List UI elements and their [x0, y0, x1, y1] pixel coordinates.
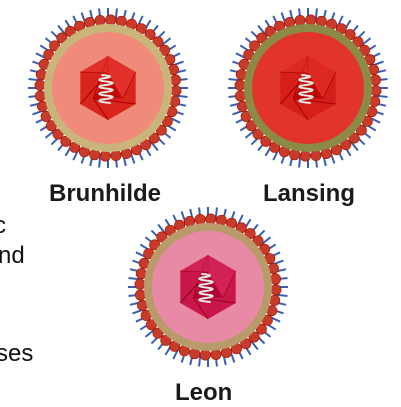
surface-bump — [135, 290, 145, 300]
surface-bump — [211, 349, 221, 359]
leon-virus-illustration — [126, 205, 290, 369]
surface-bump — [295, 15, 305, 25]
surface-bump — [195, 214, 205, 224]
lansing-label: Lansing — [259, 182, 359, 206]
virus-svg — [26, 6, 190, 170]
brunhilde-virus-illustration — [26, 6, 190, 170]
surface-bump — [371, 86, 381, 96]
cropped-text-line-1: c — [0, 214, 6, 238]
cropped-text-line-3: ses — [0, 342, 33, 366]
surface-bump — [35, 80, 45, 90]
surface-bump — [111, 150, 121, 160]
cropped-text-line-2: nd — [0, 244, 25, 268]
surface-bump — [200, 350, 210, 360]
leon-label: Leon — [171, 381, 236, 405]
surface-bump — [35, 91, 45, 101]
surface-bump — [170, 75, 180, 85]
surface-bump — [270, 274, 280, 284]
surface-bump — [100, 151, 110, 161]
surface-bump — [306, 15, 316, 25]
virus-svg — [126, 205, 290, 369]
surface-bump — [370, 75, 380, 85]
surface-bump — [300, 151, 310, 161]
surface-bump — [235, 80, 245, 90]
virus-svg — [226, 6, 390, 170]
surface-bump — [171, 86, 181, 96]
surface-bump — [311, 150, 321, 160]
surface-bump — [271, 285, 281, 295]
surface-bump — [206, 214, 216, 224]
surface-bump — [106, 15, 116, 25]
surface-bump — [235, 91, 245, 101]
surface-bump — [135, 279, 145, 289]
lansing-virus-illustration — [226, 6, 390, 170]
surface-bump — [95, 15, 105, 25]
brunhilde-label: Brunhilde — [45, 182, 165, 206]
